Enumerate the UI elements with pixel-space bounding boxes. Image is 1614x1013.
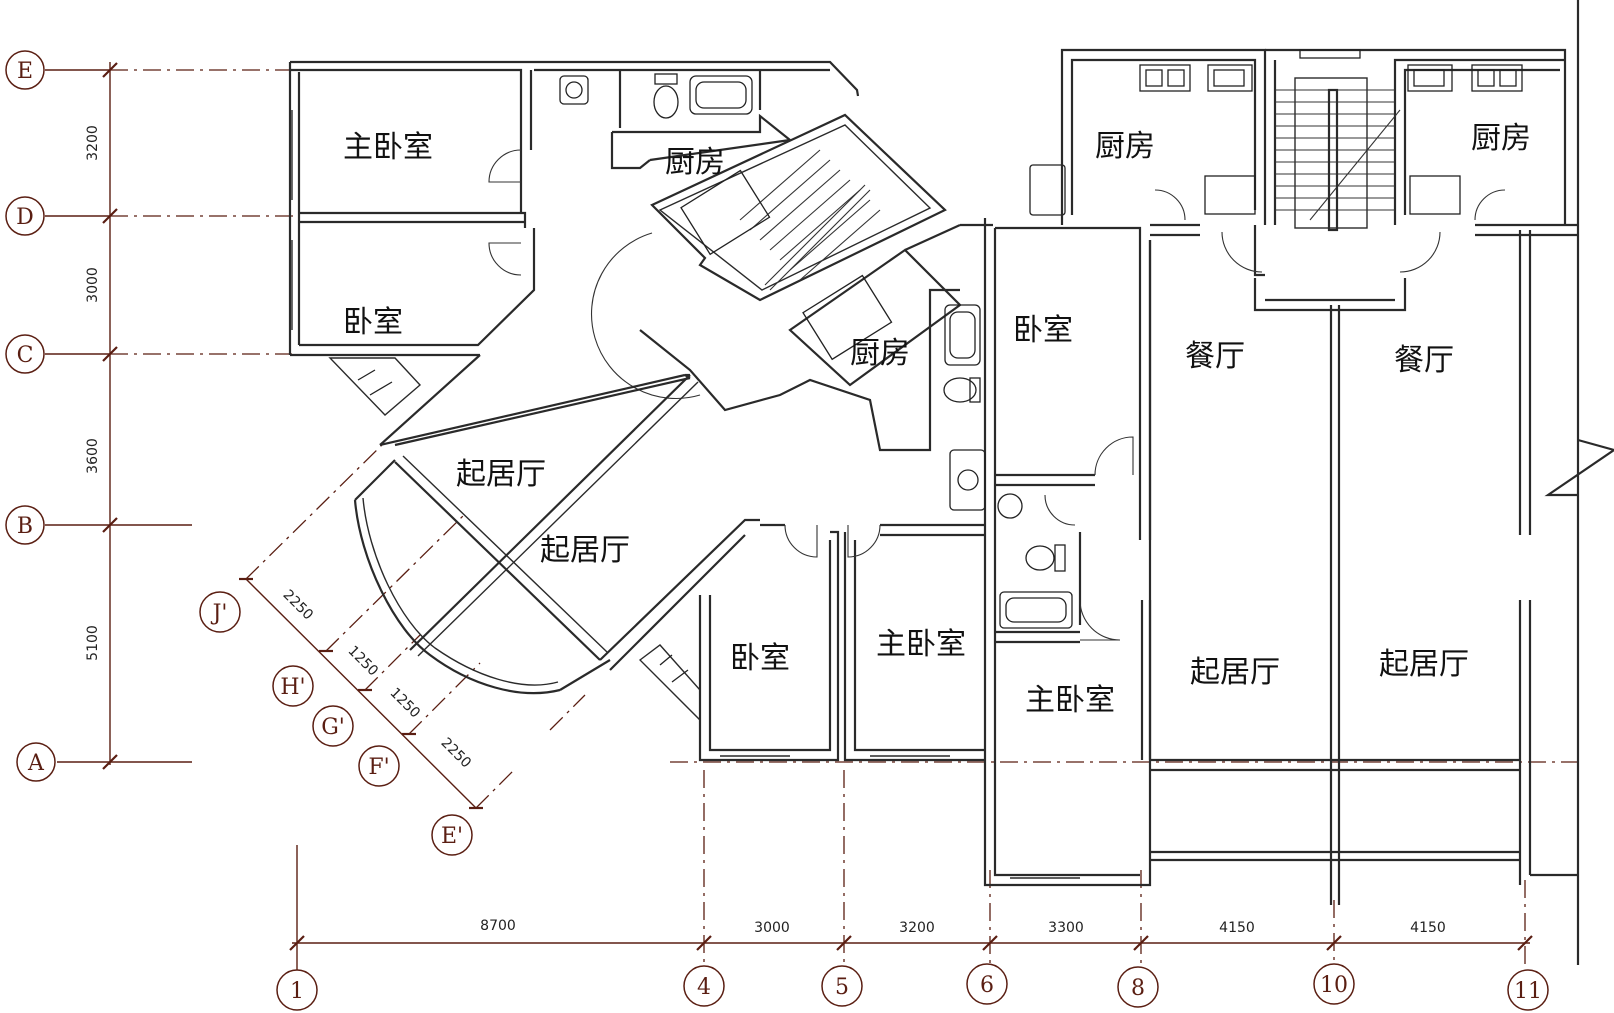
bathroom-fixtures-left [559, 73, 893, 361]
axis-marker-e: E [5, 50, 45, 90]
axis-marker-h-prime: H' [272, 665, 314, 707]
svg-text:D: D [16, 205, 34, 230]
svg-text:G': G' [321, 715, 345, 740]
axis-marker-a: A [16, 742, 56, 782]
dim-left-1: 3200 [85, 125, 101, 161]
room-bedroom-2: 卧室 [730, 641, 790, 676]
axis-marker-c: C [5, 334, 45, 374]
room-dining-2: 餐厅 [1394, 343, 1454, 378]
axis-marker-1: 1 [276, 969, 318, 1011]
svg-text:A: A [27, 751, 45, 776]
dim-diag-2: 1250 [345, 643, 382, 680]
room-master-bedroom-1: 主卧室 [343, 130, 433, 165]
svg-text:J': J' [211, 601, 228, 626]
axis-marker-6: 6 [966, 963, 1008, 1005]
svg-text:6: 6 [980, 973, 994, 998]
svg-text:10: 10 [1320, 973, 1348, 998]
room-living-4: 起居厅 [1379, 647, 1469, 682]
bottom-dimensions: 8700 3000 3200 3300 4150 4150 [480, 918, 1446, 936]
diagonal-axes: 2250 1250 1250 2250 J' H' G' F' E' [199, 441, 586, 856]
svg-text:11: 11 [1514, 979, 1542, 1004]
axis-marker-d: D [5, 196, 45, 236]
room-master-bedroom-2: 主卧室 [876, 627, 966, 662]
svg-text:4: 4 [697, 975, 711, 1000]
axis-marker-b: B [5, 505, 45, 545]
dim-left-4: 5100 [85, 625, 101, 661]
room-kitchen-4: 厨房 [1471, 121, 1531, 156]
axis-marker-e-prime: E' [431, 814, 473, 856]
dim-bottom-5: 4150 [1219, 920, 1255, 936]
room-kitchen-2: 厨房 [850, 336, 910, 371]
dim-left-3: 3600 [85, 438, 101, 474]
axis-marker-11: 11 [1507, 969, 1549, 1011]
room-dining-1: 餐厅 [1185, 339, 1245, 374]
svg-text:5: 5 [835, 975, 849, 1000]
dim-bottom-1: 8700 [480, 918, 516, 934]
right-unit-walls [1060, 0, 1614, 965]
room-kitchen-3: 厨房 [1095, 129, 1155, 164]
dim-diag-4: 2250 [438, 735, 475, 772]
room-living-2: 起居厅 [540, 533, 630, 568]
row-axis-markers: E D C B A [5, 50, 56, 782]
svg-text:E': E' [441, 824, 463, 849]
left-dimensions: 3200 3000 3600 5100 [85, 125, 101, 661]
axis-marker-f-prime: F' [358, 745, 400, 787]
axis-marker-4: 4 [683, 965, 725, 1007]
svg-text:E: E [17, 59, 33, 84]
dim-bottom-3: 3200 [899, 920, 935, 936]
svg-text:H': H' [280, 675, 305, 700]
axis-marker-5: 5 [821, 965, 863, 1007]
svg-text:B: B [17, 514, 33, 539]
room-living-1: 起居厅 [456, 457, 546, 492]
dim-bottom-6: 4150 [1410, 920, 1446, 936]
axis-marker-j-prime: J' [199, 591, 241, 633]
room-living-3: 起居厅 [1190, 655, 1280, 690]
axis-marker-g-prime: G' [312, 705, 354, 747]
row-axis-lines [45, 62, 1578, 770]
dim-bottom-2: 3000 [754, 920, 790, 936]
middle-unit-walls [943, 164, 1152, 887]
room-kitchen-1: 厨房 [665, 145, 725, 180]
svg-text:1: 1 [290, 979, 304, 1004]
room-bedroom-3: 卧室 [1013, 313, 1073, 348]
dim-diag-3: 1250 [387, 685, 424, 722]
room-bedroom-1: 卧室 [343, 305, 403, 340]
svg-text:8: 8 [1131, 976, 1145, 1001]
axis-marker-8: 8 [1117, 966, 1159, 1008]
column-axis-markers: 1 4 5 6 8 10 11 [276, 963, 1549, 1011]
left-unit-walls [288, 60, 993, 762]
column-axis-lines [289, 770, 1533, 970]
room-labels: 主卧室 卧室 厨房 厨房 起居厅 起居厅 卧室 主卧室 卧室 主卧室 厨房 厨房… [343, 121, 1531, 718]
dim-left-2: 3000 [85, 267, 101, 303]
room-master-bedroom-3: 主卧室 [1025, 683, 1115, 718]
kitchen-fixtures-right [1139, 49, 1523, 215]
dim-bottom-4: 3300 [1048, 920, 1084, 936]
svg-text:C: C [17, 343, 34, 368]
axis-marker-10: 10 [1313, 963, 1355, 1005]
stair-treads-left [739, 149, 881, 291]
svg-text:F': F' [368, 755, 389, 780]
